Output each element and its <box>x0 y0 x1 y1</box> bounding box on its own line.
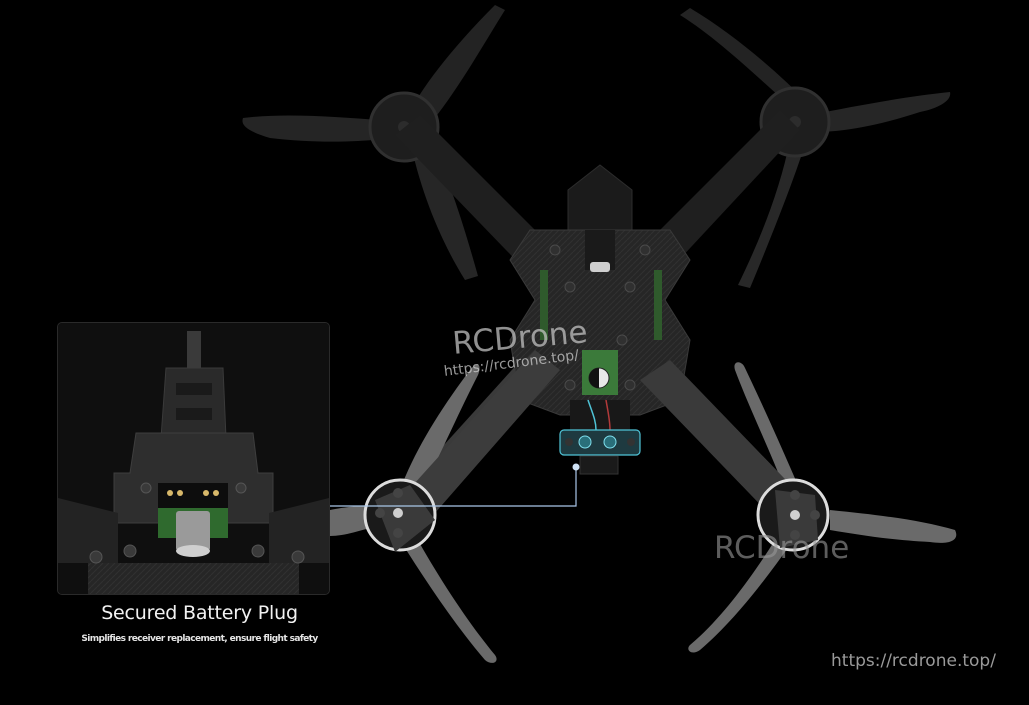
watermark-url-corner: https://rcdrone.top/ <box>831 651 996 671</box>
propeller-front-right <box>640 360 957 653</box>
watermark-brand-lower-right: RCDrone <box>714 530 850 566</box>
propeller-front-left <box>330 350 560 663</box>
battery-plug-highlight <box>559 429 641 475</box>
closeup-illustration <box>58 323 329 594</box>
feature-title: Secured Battery Plug <box>101 602 298 624</box>
propeller-rear-left <box>242 5 505 280</box>
feature-description: Simplifies receiver replacement, ensure … <box>81 634 318 644</box>
battery-plug-closeup <box>57 322 330 595</box>
propeller-rear-right <box>680 8 951 288</box>
callout-leader-line <box>330 463 580 507</box>
